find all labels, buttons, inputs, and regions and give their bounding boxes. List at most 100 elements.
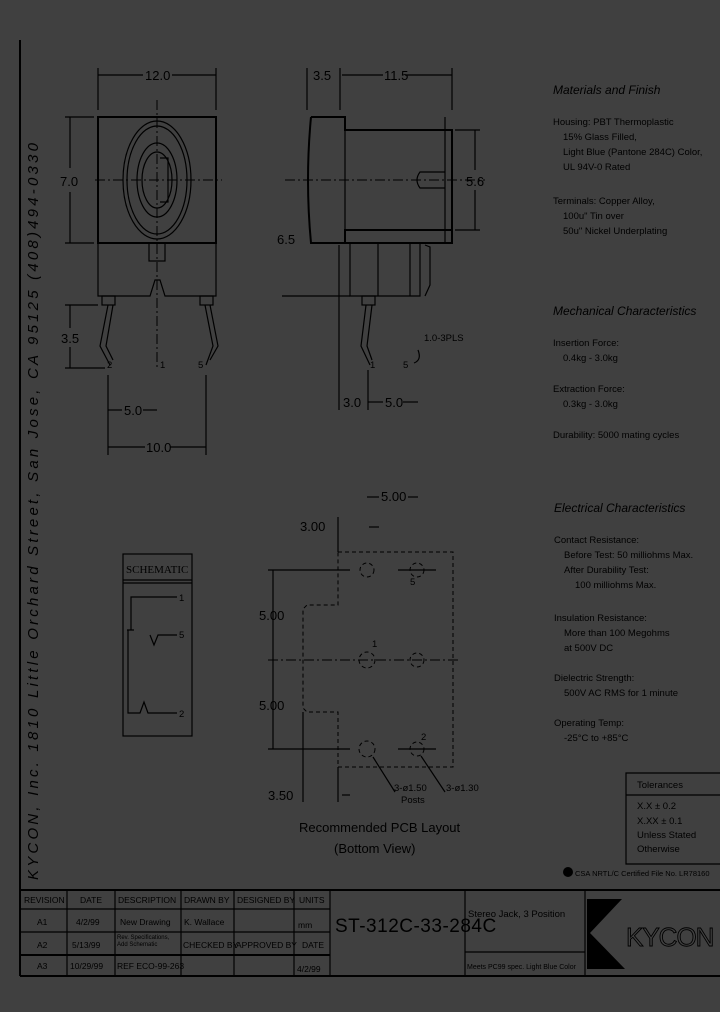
table-cell: 4/2/99 [297,964,321,974]
spec-line: at 500V DC [564,643,613,654]
tolerance-line: X.X ± 0.2 [637,801,676,812]
dim-lower: 5.00 [259,698,284,713]
csa-logo-icon [563,867,573,877]
table-cell: CHECKED BY [183,940,239,950]
pin-label: 1 [370,360,375,371]
pin-label: 2 [107,360,112,371]
spec-line: 0.4kg - 3.0kg [563,353,618,364]
dim-left: 3.00 [300,519,325,534]
spec-line: Contact Resistance: [554,535,639,546]
spec-line: 15% Glass Filled, [563,132,637,143]
table-cell: APPROVED BY [236,940,297,950]
dim-front: 3.5 [313,68,331,83]
holes-callout: 3-ø1.30 [446,783,479,794]
pin-note: 1.0-3PLS [424,333,464,344]
dim-top: 5.00 [381,489,406,504]
table-cell: REF ECO-99-263 [117,961,184,971]
spec-line: Insertion Force: [553,338,619,349]
product-note: Meets PC99 spec. Light Blue Color [467,964,577,971]
dim-bottom: 3.50 [268,788,293,803]
spec-line: Operating Temp: [554,718,624,729]
kycon-logo: KYCON [587,899,715,969]
mechanical-title: Mechanical Characteristics [553,304,696,318]
dim-width: 12.0 [145,68,170,83]
tolerance-line: Unless Stated [637,830,696,841]
pcb-caption: (Bottom View) [334,841,415,856]
spec-line: Durability: 5000 mating cycles [553,430,679,441]
column-header: UNITS [299,895,325,905]
spec-line: Insulation Resistance: [554,613,647,624]
table-cell: Rev. Specifications, Add Schematic [117,935,170,948]
column-header: DESIGNED BY [237,895,295,905]
dim-pin-length: 3.5 [61,331,79,346]
company-address: KYCON, Inc. 1810 Little Orchard Street, … [25,140,42,880]
spec-line: Housing: PBT Thermoplastic [553,117,674,128]
pcb-pin-label: 1 [372,639,377,650]
pcb-caption: Recommended PCB Layout [299,820,461,835]
materials-title: Materials and Finish [553,83,661,97]
pin-label: 1 [160,360,165,371]
dim-height: 7.0 [60,174,78,189]
spec-line: After Durability Test: [564,565,649,576]
spec-line: 0.3kg - 3.0kg [563,399,618,410]
table-cell: New Drawing [120,917,171,927]
table-cell: K. Wallace [184,917,225,927]
schematic-pin: 2 [179,709,184,720]
table-cell: mm [298,920,312,930]
spec-line: Extraction Force: [553,384,625,395]
dim-offset: 3.0 [343,395,361,410]
spec-line: Terminals: Copper Alloy, [553,196,655,207]
dim-upper: 5.00 [259,608,284,623]
tolerance-line: X.XX ± 0.1 [637,816,682,827]
table-cell: A1 [37,917,48,927]
column-header: DRAWN BY [184,895,230,905]
dim-span: 10.0 [146,440,171,455]
front-view: 12.0 7.0 3.5 2 1 5 5.0 10.0 [60,68,222,455]
spec-line: 100 milliohms Max. [575,580,656,591]
table-cell: A3 [37,961,48,971]
pin-label: 5 [403,360,408,371]
spec-line: Dielectric Strength: [554,673,634,684]
side-view: 3.5 11.5 5.6 6.5 1.0-3PLS 1 5 3.0 5.0 [277,68,485,410]
spec-line: -25°C to +85°C [564,733,629,744]
dim-pitch: 5.0 [124,403,142,418]
column-header: DESCRIPTION [118,895,176,905]
spec-line: 100u" Tin over [563,211,624,222]
posts-callout: 3-ø1.50 [394,783,427,794]
specifications: Materials and Finish Housing: PBT Thermo… [553,83,702,744]
pin-label: 5 [198,360,203,371]
tolerance-line: Otherwise [637,844,680,855]
column-header: REVISION [24,895,65,905]
dim-inner: 5.6 [466,174,484,189]
column-header: DATE [80,895,102,905]
table-cell: 5/13/99 [72,940,101,950]
tolerances-box: Tolerances X.X ± 0.2 X.XX ± 0.1 Unless S… [625,772,720,865]
pcb-layout: 5.00 5.00 3.00 5.00 3.50 5 1 2 3-ø1.50 P… [259,489,479,856]
spec-line: Before Test: 50 milliohms Max. [564,550,693,561]
spec-line: 50u" Nickel Underplating [563,226,667,237]
schematic-pin: 1 [179,593,184,604]
certification: CSA NRTL/C Certified File No. LR78160 [575,869,710,878]
dim-pitch: 5.0 [385,395,403,410]
electrical-title: Electrical Characteristics [554,501,685,515]
spec-line: More than 100 Megohms [564,628,670,639]
dim-length: 11.5 [384,68,408,83]
schematic-title: SCHEMATIC [126,564,188,576]
table-cell: A2 [37,940,48,950]
posts-label: Posts [401,795,425,806]
spec-line: UL 94V-0 Rated [563,162,630,173]
table-cell: 4/2/99 [76,917,100,927]
spec-line: 500V AC RMS for 1 minute [564,688,678,699]
logo-text: KYCON [626,922,713,952]
table-cell: 10/29/99 [70,961,103,971]
table-cell: DATE [302,940,324,950]
title-block: REVISION DATE DESCRIPTION DRAWN BY DESIG… [20,890,715,976]
schematic-pin: 5 [179,630,184,641]
pcb-pin-label: 5 [410,577,415,588]
dim-height: 6.5 [277,232,295,247]
pcb-pin-label: 2 [421,732,426,743]
tolerances-title: Tolerances [637,780,683,791]
part-number: ST-312C-33-284C [335,916,497,937]
product-description: Stereo Jack, 3 Position [468,909,565,920]
